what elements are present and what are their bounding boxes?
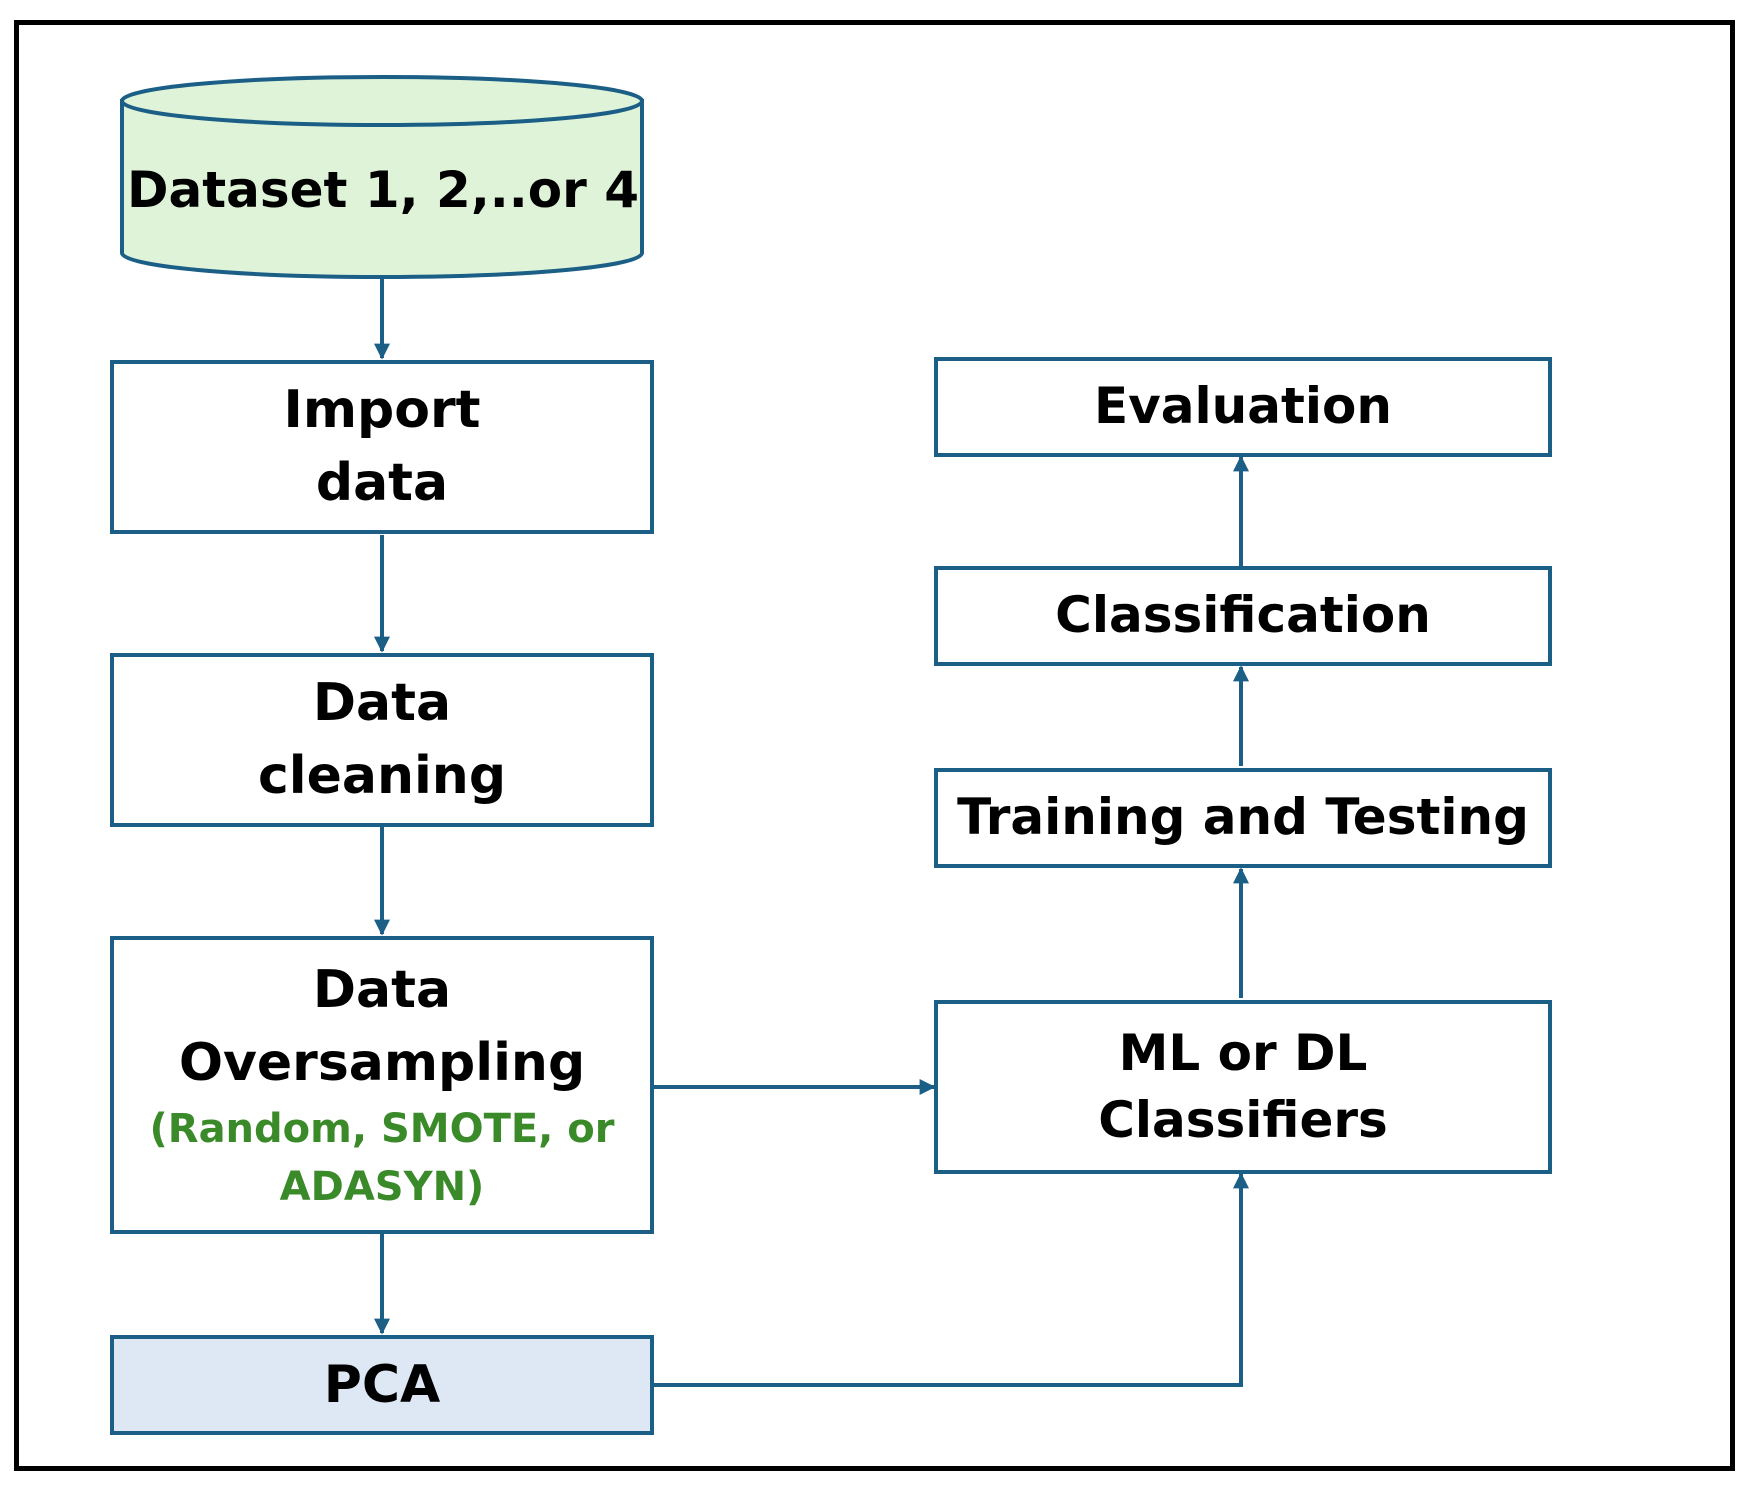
data-oversampling-box: Data Oversampling (Random, SMOTE, or ADA… bbox=[110, 936, 654, 1234]
data-cleaning-line1: Data bbox=[312, 673, 452, 734]
data-oversampling-line1: Data bbox=[312, 960, 452, 1021]
classifiers-line1: ML or DL bbox=[1118, 1023, 1368, 1082]
data-oversampling-line2: Oversampling bbox=[178, 1033, 586, 1093]
data-cleaning-line2: cleaning bbox=[257, 746, 507, 806]
classification-label: Classification bbox=[1055, 586, 1431, 645]
pca-box: PCA bbox=[110, 1335, 654, 1435]
oversampling-methods-line1: (Random, SMOTE, or bbox=[149, 1105, 615, 1152]
training-testing-box: Training and Testing bbox=[934, 768, 1552, 868]
oversampling-methods-line2: ADASYN) bbox=[279, 1163, 485, 1210]
training-testing-label: Training and Testing bbox=[957, 788, 1529, 847]
arrow-pca-to-classifiers bbox=[652, 1172, 1249, 1387]
evaluation-box: Evaluation bbox=[934, 357, 1552, 457]
classification-box: Classification bbox=[934, 566, 1552, 666]
import-data-line1: Import bbox=[283, 380, 481, 441]
pca-label: PCA bbox=[323, 1354, 441, 1415]
data-cleaning-box: Data cleaning bbox=[110, 653, 654, 827]
classifiers-box: ML or DL Classifiers bbox=[934, 1000, 1552, 1174]
diagram-frame bbox=[14, 20, 1735, 1471]
classifiers-line2: Classifiers bbox=[1098, 1091, 1388, 1149]
evaluation-label: Evaluation bbox=[1094, 377, 1392, 436]
dataset-cylinder bbox=[120, 75, 644, 279]
cylinder-top bbox=[120, 75, 644, 127]
cylinder-body bbox=[120, 99, 644, 279]
import-data-line2: data bbox=[315, 453, 449, 513]
import-data-box: Import data bbox=[110, 360, 654, 534]
dataset-label: Dataset 1, 2,..or 4 bbox=[126, 161, 640, 219]
